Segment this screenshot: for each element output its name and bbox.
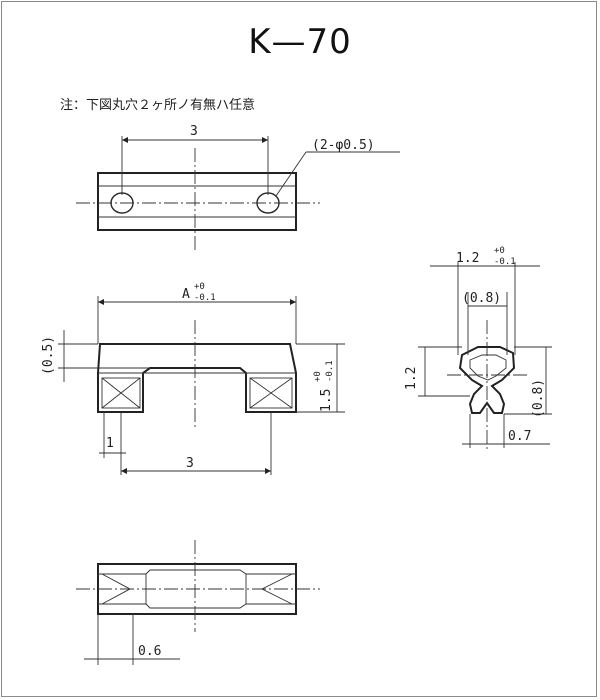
front-view: A +0 -0.1 (0.5) 1.5 +0 -0.1 1 3 xyxy=(41,282,345,475)
side-view: 1.2 +0 -0.1 (0.8) 1.2 (0.8) 0.7 xyxy=(404,246,552,452)
height-tol-upper: +0 xyxy=(313,371,323,382)
side-profile xyxy=(458,346,516,414)
side-height-dim: 1.2 xyxy=(404,367,419,390)
hole-callout: (2-φ0.5) xyxy=(312,138,375,153)
height-tol-lower: -0.1 xyxy=(325,360,335,382)
top-width-dim: 3 xyxy=(190,124,198,139)
length-dim: A xyxy=(182,287,190,302)
side-inner-dim: (0.8) xyxy=(462,291,501,306)
top-view: 3 (2-φ0.5) xyxy=(76,124,400,250)
height-dim: 1.5 xyxy=(319,389,334,412)
length-tol-lower: -0.1 xyxy=(194,293,216,303)
drawing-note: 注：下図丸穴２ヶ所ノ有無ハ任意 xyxy=(60,98,256,113)
top-view-outline xyxy=(97,172,297,231)
small-dim: 1 xyxy=(106,436,114,451)
top-thickness-dim: (0.5) xyxy=(41,336,56,375)
side-base-dim: 0.7 xyxy=(508,429,531,444)
bottom-view: 0.6 xyxy=(76,540,320,665)
side-width-tol-lower: -0.1 xyxy=(494,257,516,267)
side-width-tol-upper: +0 xyxy=(494,246,505,256)
side-width-dim: 1.2 xyxy=(456,251,479,266)
pitch-dim: 3 xyxy=(186,456,194,471)
drawing-title: K—70 xyxy=(248,22,352,62)
length-tol-upper: +0 xyxy=(194,282,205,292)
bottom-thickness-dim: 0.6 xyxy=(138,644,161,659)
side-lower-dim: (0.8) xyxy=(531,379,546,418)
